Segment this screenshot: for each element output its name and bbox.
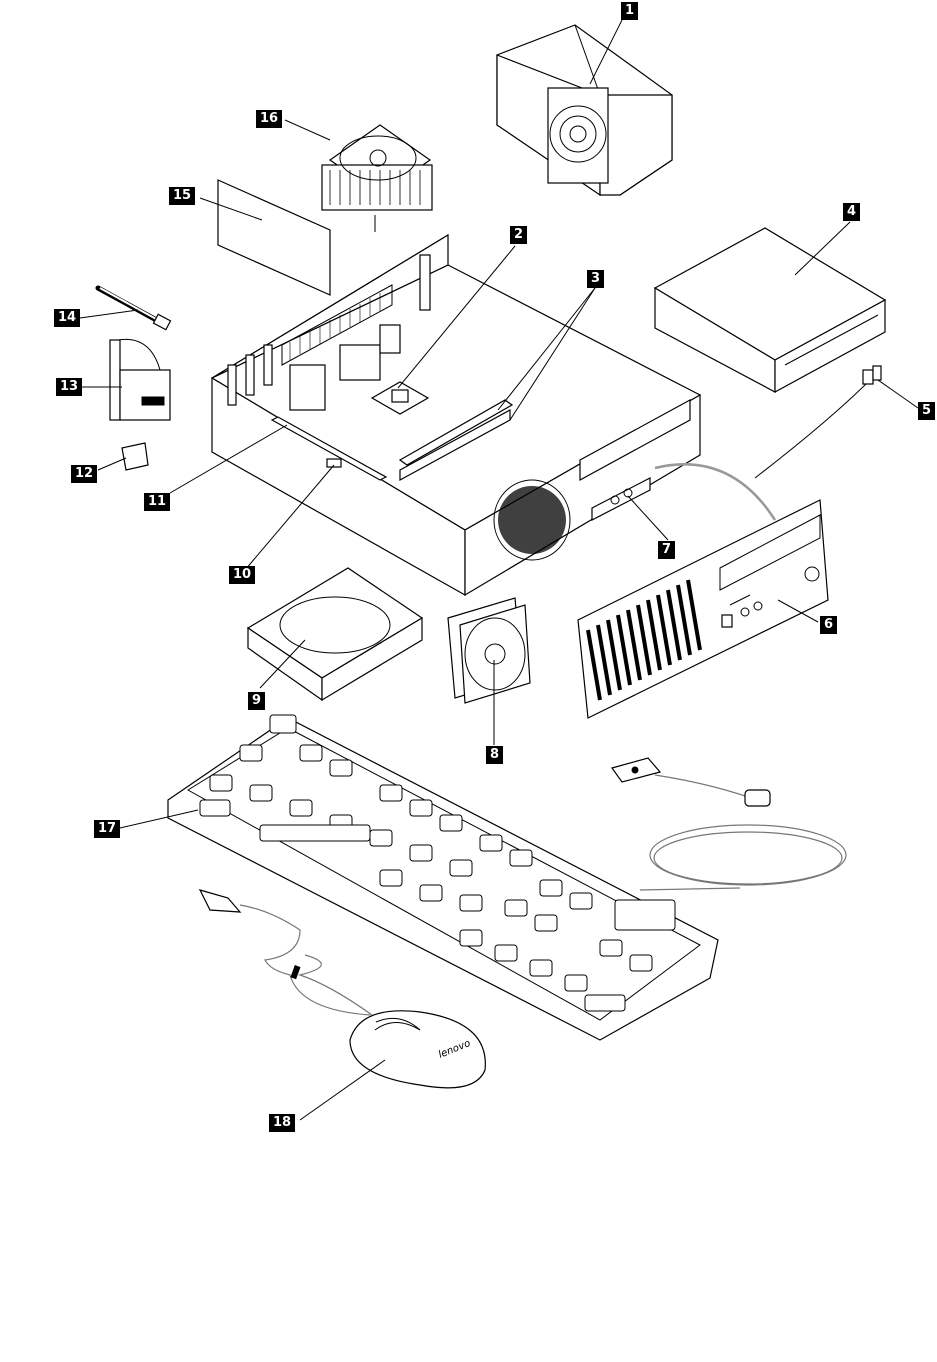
callout-5: 5 — [918, 402, 935, 420]
callout-17: 17 — [94, 820, 120, 838]
callout-8: 8 — [486, 746, 503, 764]
callout-10: 10 — [229, 566, 255, 584]
callout-1: 1 — [621, 2, 638, 20]
callout-7: 7 — [658, 541, 675, 559]
callout-16: 16 — [256, 110, 282, 128]
cable — [655, 464, 775, 520]
connector-part — [863, 366, 918, 408]
callout-11: 11 — [144, 493, 170, 511]
mini-card-part — [98, 443, 148, 470]
system-fan-part — [448, 598, 530, 745]
pci-card-part — [200, 180, 330, 295]
keyboard-cable — [612, 758, 846, 890]
callout-6: 6 — [820, 616, 837, 634]
callout-3: 3 — [587, 270, 604, 288]
computer-chassis — [170, 235, 700, 595]
callout-2: 2 — [510, 226, 527, 244]
callout-9: 9 — [248, 692, 265, 710]
power-supply-part — [497, 20, 672, 195]
callout-12: 12 — [71, 465, 97, 483]
hard-drive-part — [248, 568, 422, 700]
cable — [755, 380, 870, 478]
callout-14: 14 — [54, 309, 80, 327]
antenna-part — [80, 288, 171, 330]
callout-18: 18 — [269, 1114, 295, 1132]
wifi-card-part — [82, 339, 170, 420]
heat-sink-fan-part — [285, 120, 432, 232]
callout-15: 15 — [169, 187, 195, 205]
callout-13: 13 — [56, 378, 82, 396]
optical-drive-part — [655, 222, 885, 392]
callout-4: 4 — [843, 203, 860, 221]
front-bezel-part — [578, 500, 828, 718]
